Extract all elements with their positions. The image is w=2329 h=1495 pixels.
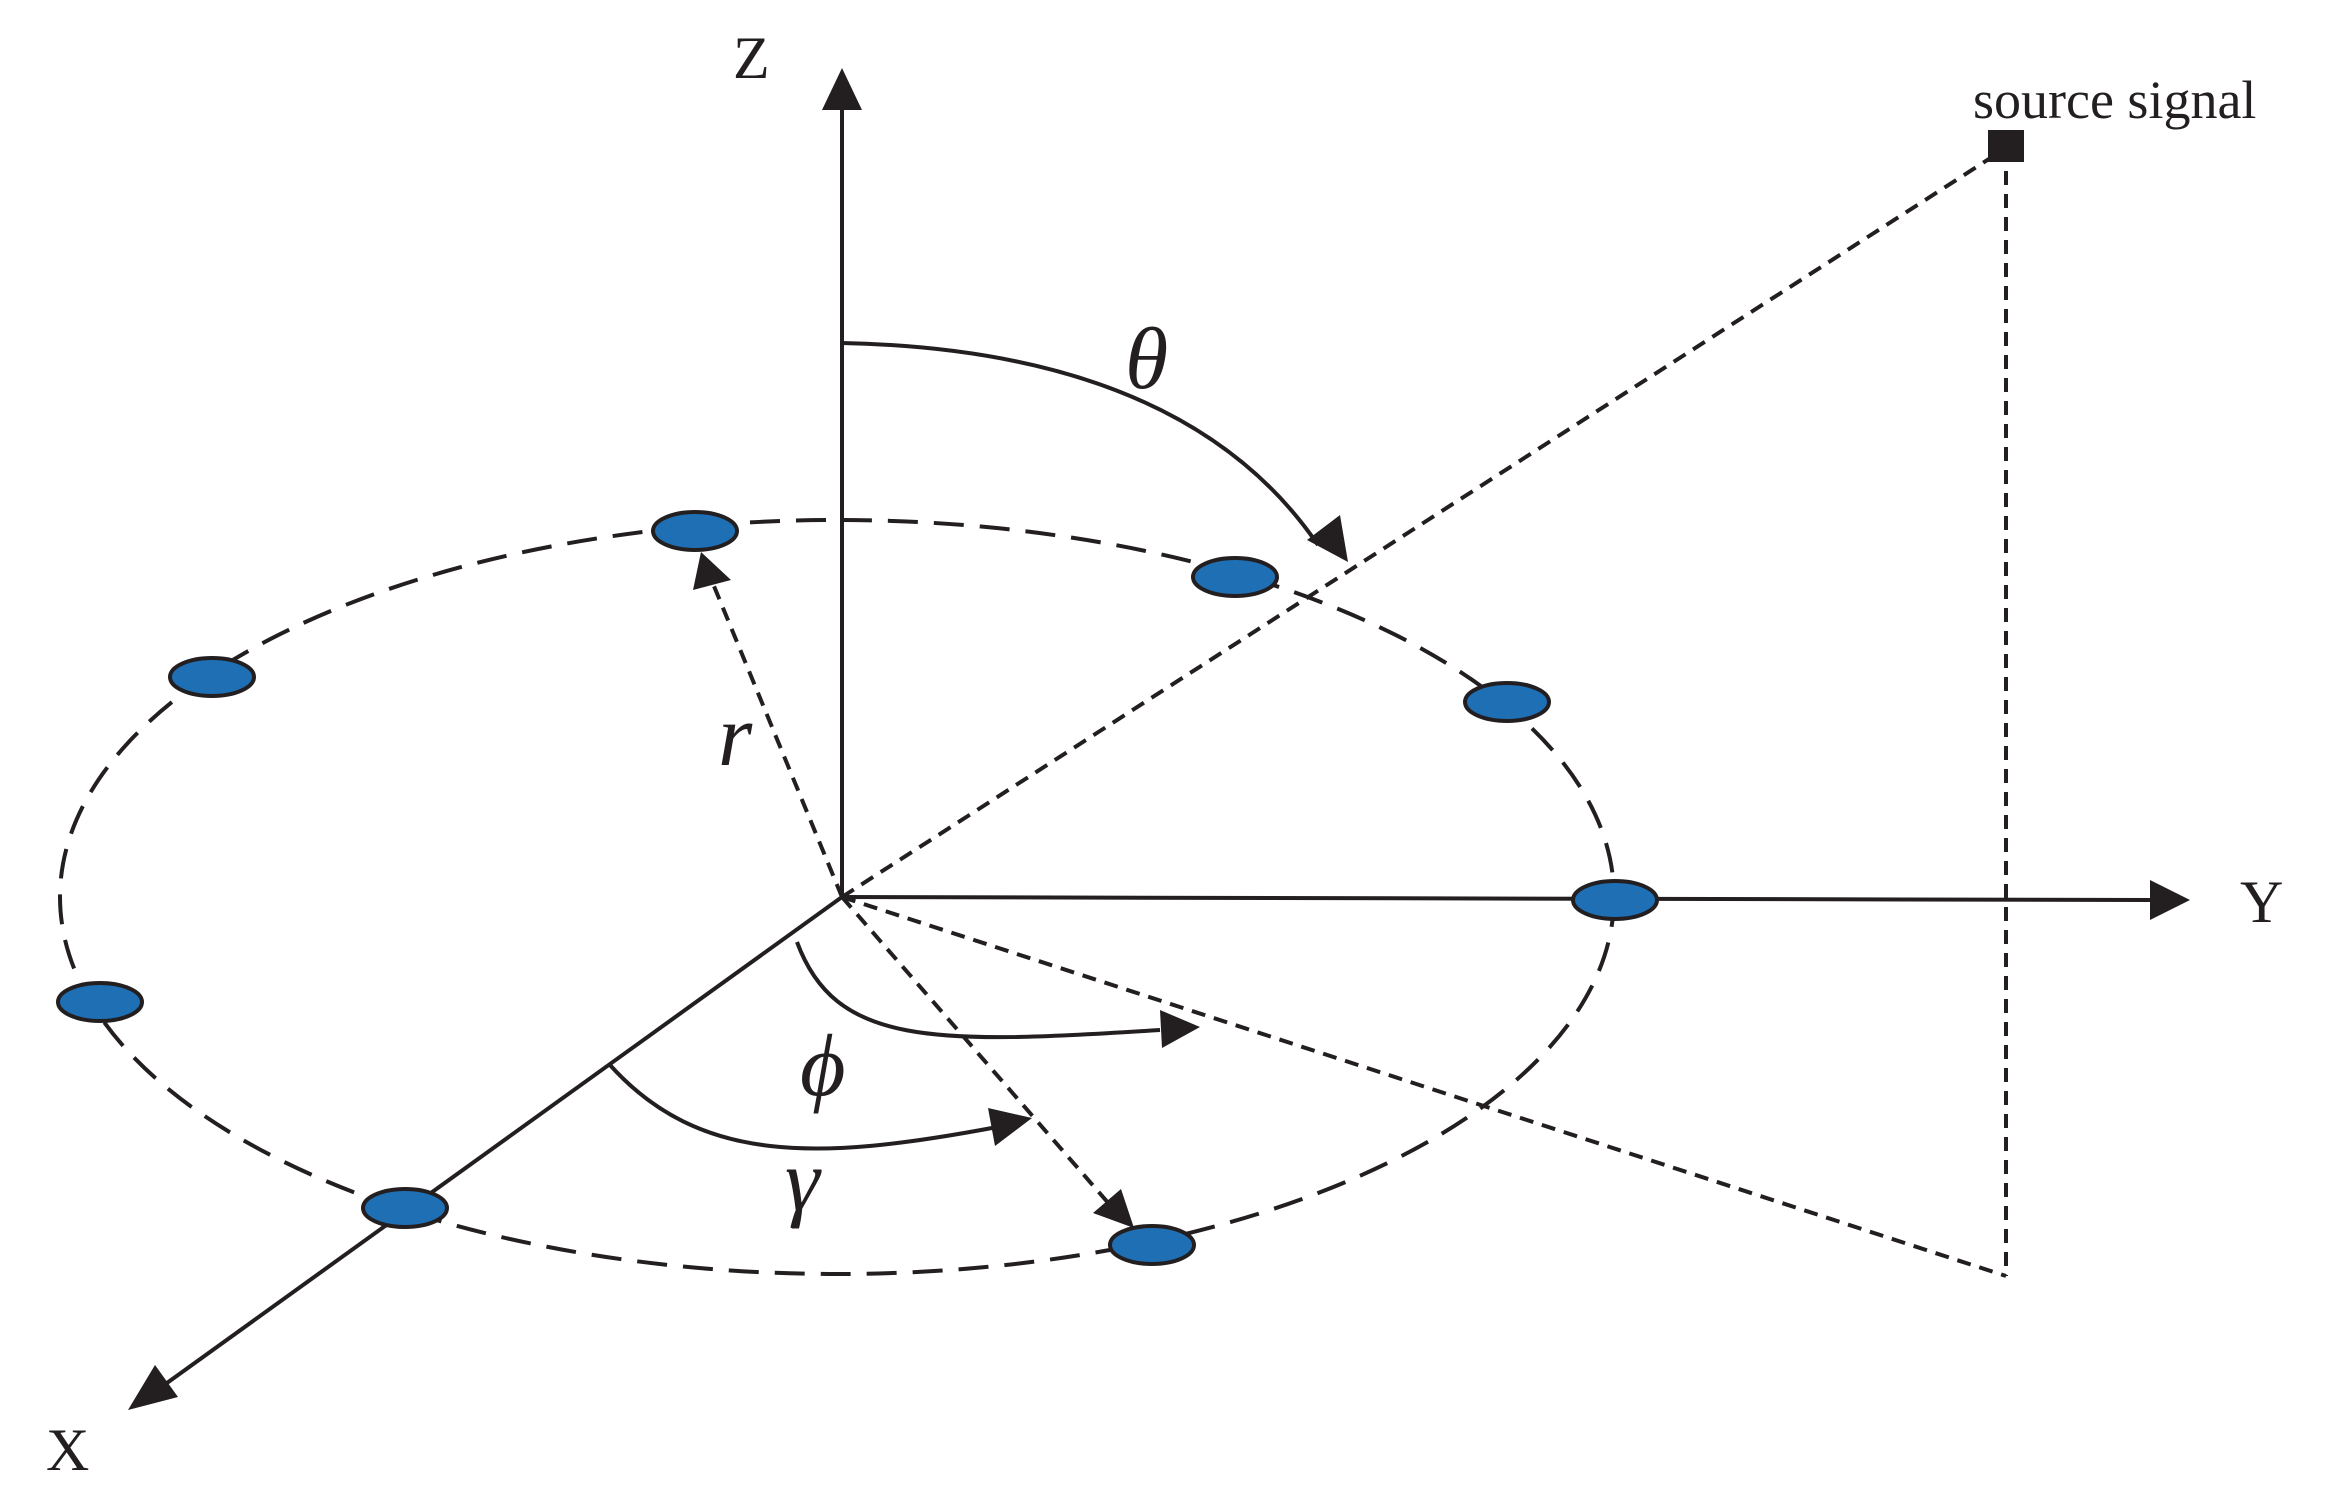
y-axis-arrowhead [2150,880,2190,920]
y-axis-label: Y [2240,869,2283,935]
sensor-element [56,981,144,1023]
z-axis-arrowhead [822,68,862,110]
gamma-direction-arrowhead [1093,1189,1134,1228]
gamma-label: γ [785,1133,822,1230]
radius-arrow [707,573,844,898]
source-signal-marker [1988,130,2024,162]
sensor-element [1191,556,1279,598]
x-axis-label: X [46,1417,89,1483]
sensor-array [56,510,1659,1266]
theta-label: θ [1125,311,1168,408]
sensor-element [1571,879,1659,921]
source-ground-projection [841,895,2007,1278]
gamma-arrowhead [988,1108,1032,1146]
axes [128,68,2190,1410]
sensor-element [651,510,739,552]
gamma-direction-arrow [840,895,1112,1207]
z-axis-label: Z [733,25,770,91]
gamma-arc [608,1063,993,1151]
sensor-element [361,1187,449,1229]
radius-label: r [718,688,753,785]
y-axis [841,895,2151,902]
phi-arrowhead [1160,1010,1200,1048]
sensor-element [1463,681,1551,723]
sensor-element [168,656,256,698]
source-direction-line [840,146,2008,899]
phi-label: ϕ [800,1018,846,1115]
source-projection [840,130,2024,1278]
source-signal-label: source signal [1973,70,2256,130]
radius-arrowhead [693,552,731,590]
x-axis-arrowhead [128,1365,178,1410]
theta-arrowhead [1307,515,1348,562]
phi-arc [795,941,1161,1040]
sensor-element [1108,1224,1196,1266]
x-axis [158,895,844,1390]
theta-arc [841,341,1320,547]
